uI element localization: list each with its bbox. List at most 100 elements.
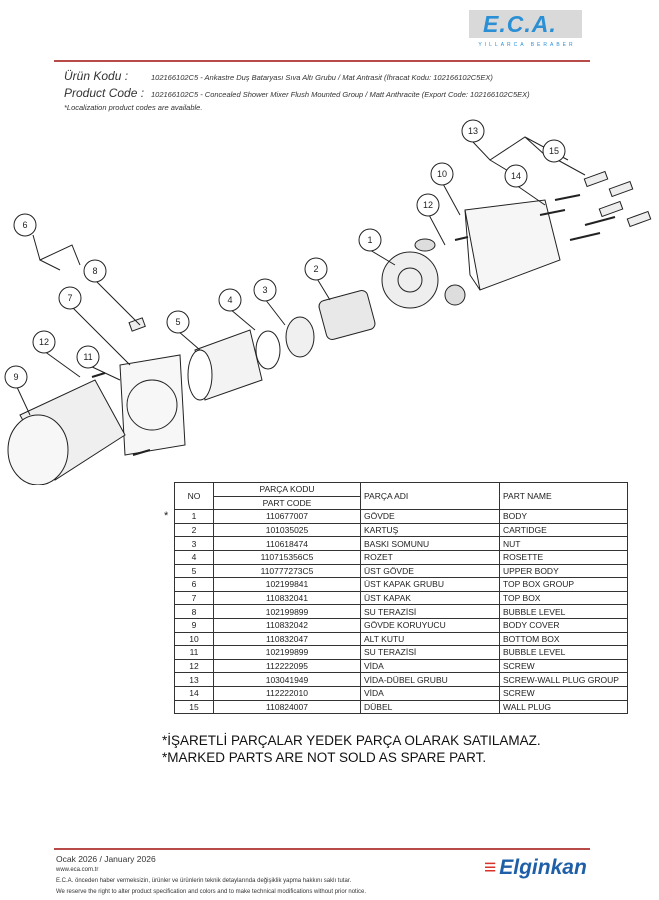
callout-1: 1 — [367, 235, 372, 245]
footer-rule — [54, 848, 590, 850]
row-name-en: CARTIDGE — [499, 522, 628, 538]
callout-7: 7 — [67, 293, 72, 303]
callout-15: 15 — [549, 146, 559, 156]
row-no: 2 — [174, 522, 214, 538]
urun-kodu-label: Ürün Kodu : — [64, 69, 129, 83]
col-name-en: PART NAME — [499, 481, 628, 511]
row-no: 13 — [174, 672, 214, 687]
row-name-tr: ÜST KAPAK GRUBU — [360, 577, 500, 592]
row-code: 110777273C5 — [213, 563, 361, 579]
footer-web[interactable]: www.eca.com.tr — [56, 867, 99, 873]
urun-kodu-value: 102166102C5 - Ankastre Duş Bataryası Sıv… — [151, 73, 493, 82]
row-name-tr: VİDA — [360, 658, 500, 674]
row-name-tr: DÜBEL — [360, 699, 500, 715]
row-code: 110715356C5 — [213, 549, 361, 565]
row-name-tr: ROZET — [360, 549, 500, 565]
row-code: 102199899 — [213, 645, 361, 660]
row-name-tr: BASKI SOMUNU — [360, 536, 500, 551]
callout-10: 10 — [437, 169, 447, 179]
row-name-tr: SU TERAZİSİ — [360, 645, 500, 660]
callout-4: 4 — [227, 295, 232, 305]
row-name-en: NUT — [499, 536, 628, 551]
callout-12: 12 — [423, 200, 433, 210]
row-name-en: SCREW — [499, 685, 628, 701]
col-code-tr: PARÇA KODU — [213, 482, 361, 497]
row-name-tr: KARTUŞ — [360, 522, 500, 538]
row-name-en: BODY — [499, 509, 628, 524]
product-code-label: Product Code : — [64, 86, 145, 100]
spare-marker: * — [164, 510, 169, 522]
row-no: 11 — [174, 645, 214, 660]
callout-9: 9 — [13, 372, 18, 382]
row-name-en: BOTTOM BOX — [499, 631, 628, 647]
col-code-en: PART CODE — [213, 495, 361, 511]
row-code: 101035025 — [213, 522, 361, 538]
row-no: 3 — [174, 536, 214, 551]
row-name-tr: VİDA — [360, 685, 500, 701]
callout-8: 8 — [92, 266, 97, 276]
localization-note: *Localization product codes are availabl… — [64, 103, 203, 112]
row-code: 110677007 — [213, 509, 361, 524]
row-code: 110618474 — [213, 536, 361, 551]
row-name-en: TOP BOX GROUP — [499, 577, 628, 592]
eca-logo: E.C.A. — [469, 10, 582, 38]
row-name-tr: ALT KUTU — [360, 631, 500, 647]
row-name-en: BODY COVER — [499, 617, 628, 633]
row-name-en: SCREW — [499, 658, 628, 674]
row-code: 110832047 — [213, 631, 361, 647]
row-code: 112222010 — [213, 685, 361, 701]
footer-disclaimer-tr: E.C.A. önceden haber vermeksizin, ürünle… — [56, 878, 352, 884]
tagline: YILLARCA BERABER — [478, 42, 576, 48]
row-no: 10 — [174, 631, 214, 647]
row-no: 1 — [174, 509, 214, 524]
row-no: 8 — [174, 604, 214, 619]
exploded-diagram: 13 15 10 14 12 1 6 2 8 3 7 4 5 12 11 9 — [4, 119, 652, 485]
row-no: 7 — [174, 590, 214, 606]
row-code: 103041949 — [213, 672, 361, 687]
callout-6: 6 — [22, 220, 27, 230]
note-en: *MARKED PARTS ARE NOT SOLD AS SPARE PART… — [162, 750, 487, 765]
callouts — [4, 119, 566, 389]
footer-disclaimer-en: We reserve the right to alter product sp… — [56, 889, 367, 895]
row-name-tr: ÜST GÖVDE — [360, 563, 500, 579]
row-name-tr: VİDA-DÜBEL GRUBU — [360, 672, 500, 687]
row-code: 112222095 — [213, 658, 361, 674]
row-no: 5 — [174, 563, 214, 579]
parts-drawing — [7, 136, 652, 485]
row-name-tr: GÖVDE KORUYUCU — [360, 617, 500, 633]
row-code: 102199899 — [213, 604, 361, 619]
row-name-en: TOP BOX — [499, 590, 628, 606]
row-code: 102199841 — [213, 577, 361, 592]
row-name-tr: GÖVDE — [360, 509, 500, 524]
callout-2: 2 — [313, 264, 318, 274]
row-code: 110832042 — [213, 617, 361, 633]
elginkan-mark-icon: ≡ — [484, 856, 497, 879]
col-name-tr: PARÇA ADI — [360, 481, 500, 511]
parts-table: NO PARÇA KODU PARÇA ADI PART NAME PART C… — [174, 481, 628, 715]
brand-text: Elginkan — [499, 856, 587, 879]
callout-12b: 12 — [39, 337, 49, 347]
row-no: 12 — [174, 658, 214, 674]
row-name-en: UPPER BODY — [499, 563, 628, 579]
row-name-en: SCREW-WALL PLUG GROUP — [499, 672, 628, 687]
callout-13: 13 — [468, 126, 478, 136]
callout-14: 14 — [511, 171, 521, 181]
callout-5: 5 — [175, 317, 180, 327]
row-name-tr: SU TERAZİSİ — [360, 604, 500, 619]
logo-text: E.C.A. — [483, 11, 557, 37]
callout-3: 3 — [262, 285, 267, 295]
